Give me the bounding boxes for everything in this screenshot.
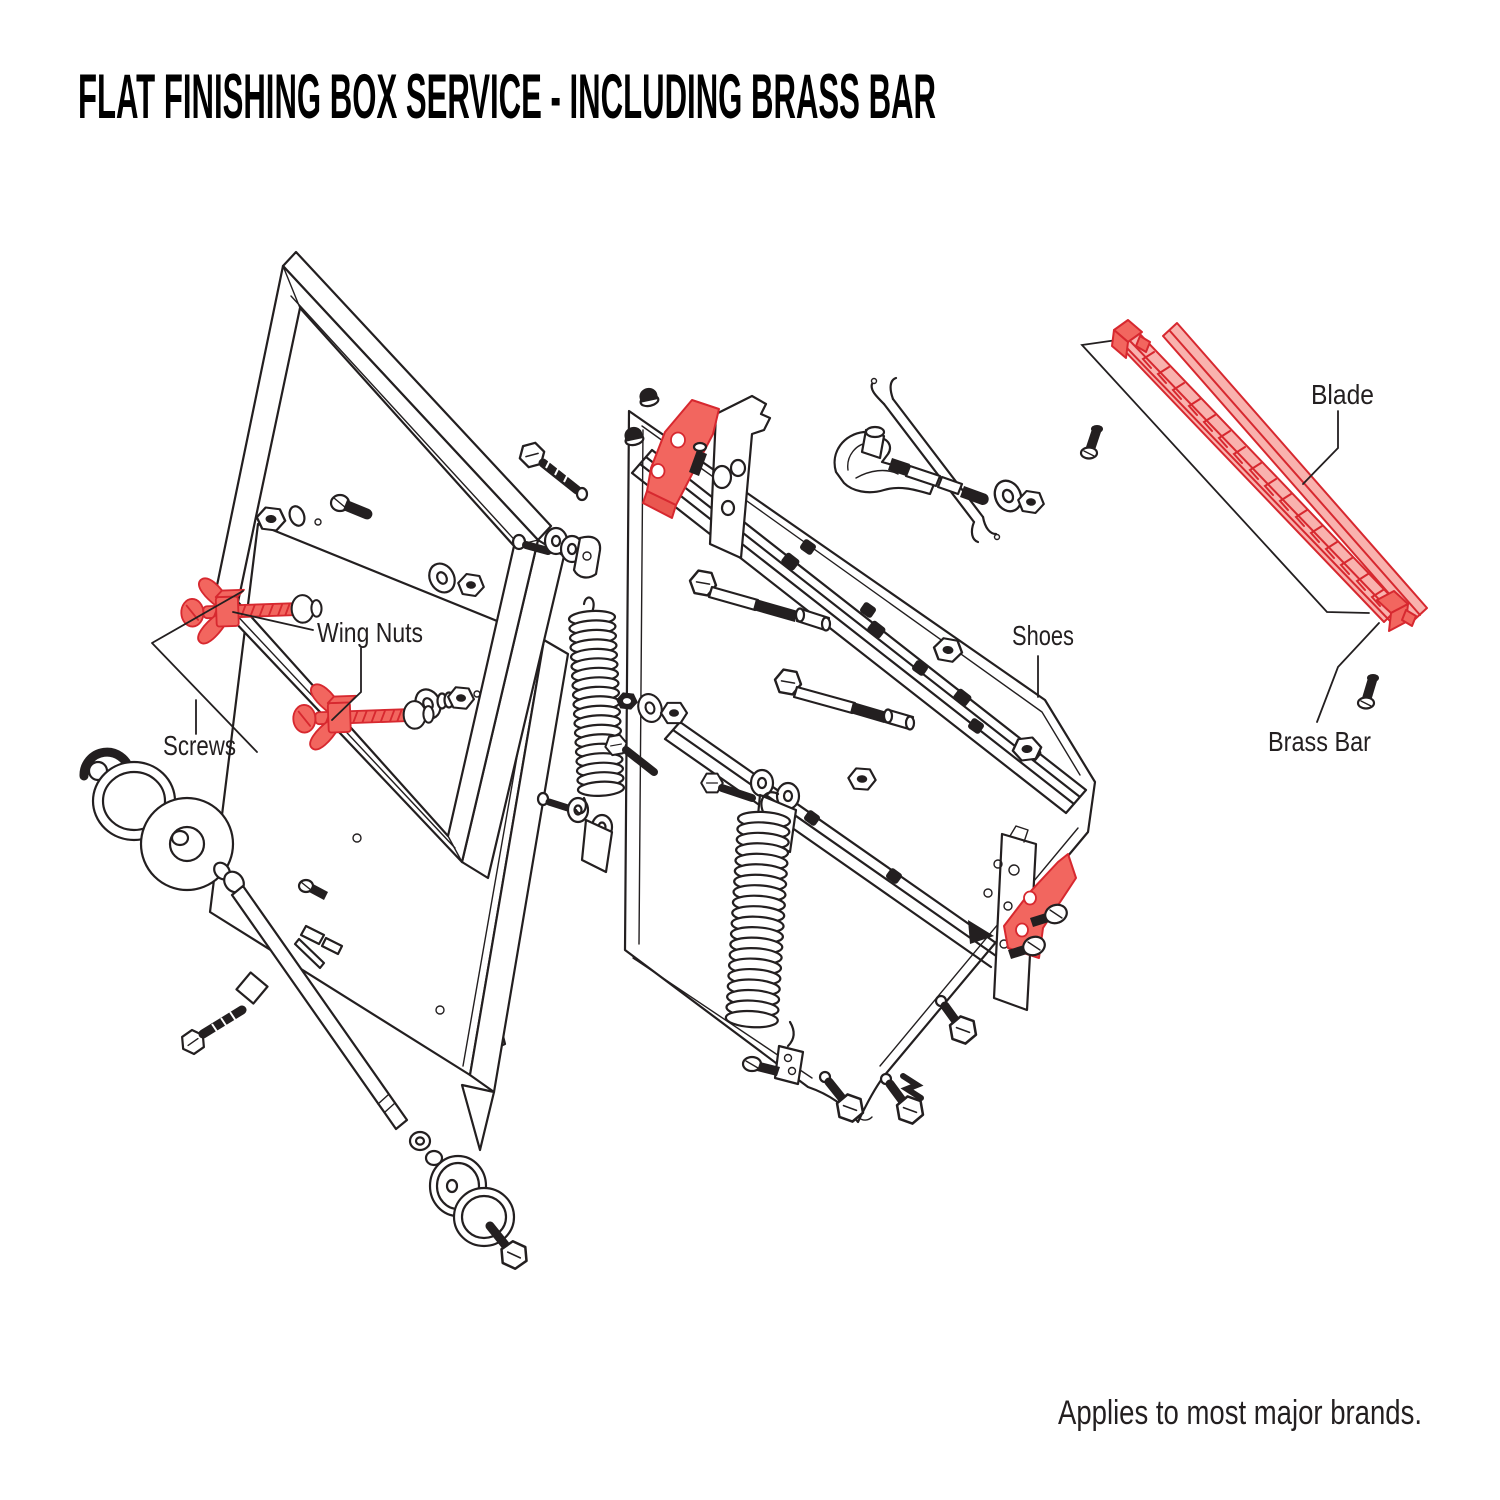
- shoes-label: Shoes: [1012, 620, 1074, 651]
- blade-leader: [1302, 410, 1339, 485]
- brass-bar-end-top: [1111, 319, 1151, 359]
- blade-screw-left: [1079, 425, 1103, 460]
- lower-channel: [663, 720, 1008, 969]
- roller-axle-assembly: [79, 747, 533, 1273]
- brass-bar-label: Brass Bar: [1268, 726, 1371, 757]
- panel-washer-stack: [409, 684, 481, 724]
- brass-bar-leader: [1316, 622, 1380, 723]
- panel-screw: [329, 493, 373, 520]
- brass-bar-end-bottom: [1376, 590, 1417, 632]
- hinge-top: [511, 526, 602, 579]
- page-title: FLAT FINISHING BOX SERVICE - INCLUDING B…: [78, 62, 936, 132]
- strip-screw: [297, 878, 328, 900]
- blade-screw-right: [1356, 674, 1379, 710]
- door-panel: [208, 522, 570, 1152]
- shoe-mount-bracket: [708, 394, 772, 560]
- long-bolt-lower: [771, 667, 916, 731]
- spring-anchor-screw: [741, 1055, 780, 1076]
- bottom-bolts: [818, 994, 982, 1128]
- latch-assembly: [833, 376, 1047, 544]
- axle-shaft: [230, 884, 409, 1131]
- left-fastener-cluster: [602, 689, 689, 776]
- screws-leader: [151, 590, 258, 753]
- shoe-rear: [968, 825, 1077, 1012]
- shoe-front: [621, 385, 772, 560]
- finishing-box-body: [511, 409, 1097, 1128]
- callouts: Screws Wing Nuts Shoes Blade Brass Bar: [151, 379, 1380, 761]
- long-bolt-upper: [686, 568, 832, 632]
- wing-nuts-leader: [232, 611, 362, 721]
- blade-label: Blade: [1311, 379, 1374, 410]
- blade-assembly: [1079, 319, 1428, 710]
- wing-nuts-label: Wing Nuts: [317, 617, 423, 648]
- hinge-low: [536, 791, 614, 874]
- footnote: Applies to most major brands.: [1058, 1394, 1422, 1432]
- frame-nut-washer: [253, 505, 322, 533]
- panel-washer-nut: [423, 558, 487, 599]
- square-shim: [235, 971, 269, 1005]
- blade-plate-outline: [1080, 339, 1370, 614]
- shoe-part-highlighted: [646, 399, 720, 506]
- spring-right: [724, 791, 805, 1086]
- loose-bolt: [176, 1005, 247, 1059]
- lid-assembly: [208, 250, 570, 1152]
- screws-label: Screws: [163, 730, 236, 761]
- hex-bolt: [515, 440, 589, 502]
- spring-left: [567, 596, 626, 815]
